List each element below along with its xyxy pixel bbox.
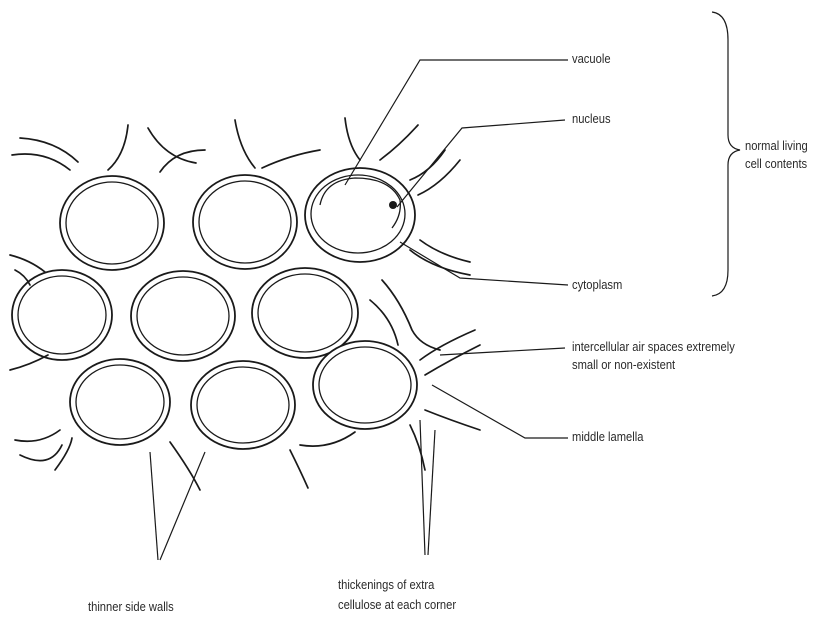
- label-intercellular-line2: small or non-existent: [572, 356, 675, 373]
- thinner-walls-leader-1: [150, 452, 158, 560]
- cytoplasm-leader: [400, 242, 568, 285]
- cell: [70, 359, 170, 445]
- label-cytoplasm: cytoplasm: [572, 276, 622, 293]
- cell: [131, 271, 235, 361]
- thickenings-leader-1: [420, 420, 425, 555]
- cell: [313, 341, 417, 429]
- cell-row-1: [60, 150, 470, 275]
- cell: [193, 175, 297, 269]
- label-middle-lamella: middle lamella: [572, 428, 643, 445]
- label-normal-living-line1: normal living: [745, 137, 808, 154]
- middle-lamella-leader: [432, 385, 568, 438]
- intercellular-leader: [440, 348, 565, 355]
- label-thickenings-line1: thickenings of extra: [338, 576, 434, 593]
- contents-bracket: [712, 12, 740, 296]
- thickenings-leader-2: [428, 430, 435, 555]
- cell: [60, 176, 164, 270]
- label-normal-living-line2: cell contents: [745, 155, 807, 172]
- label-vacuole: vacuole: [572, 50, 611, 67]
- nucleus-leader: [397, 120, 565, 207]
- label-thickenings-line2: cellulose at each corner: [338, 596, 456, 613]
- label-intercellular-line1: intercellular air spaces extremely: [572, 338, 735, 355]
- thinner-walls-leader-2: [160, 452, 205, 560]
- label-thinner-side-walls: thinner side walls: [88, 598, 174, 615]
- nucleus-shape: [389, 201, 397, 209]
- cell: [191, 361, 295, 449]
- label-nucleus: nucleus: [572, 110, 611, 127]
- cell: [12, 270, 112, 360]
